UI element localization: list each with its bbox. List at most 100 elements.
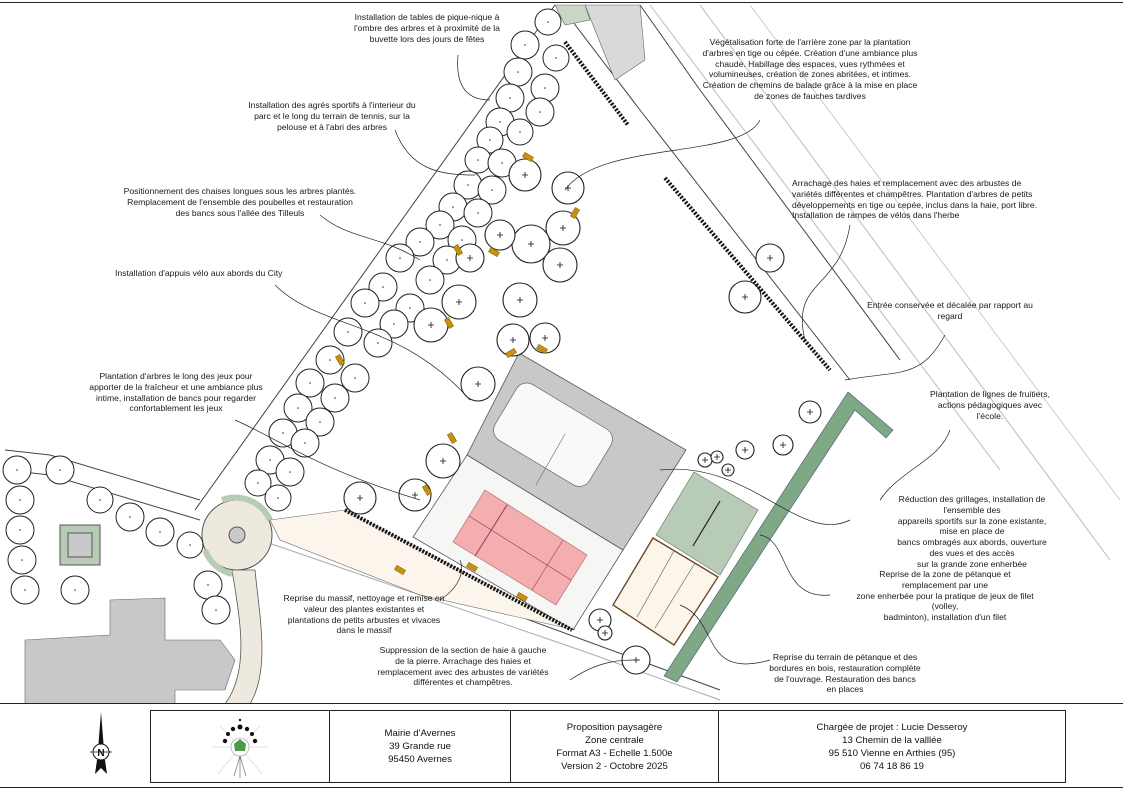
logo-cell [151, 711, 329, 782]
tree-center-dot [364, 302, 366, 304]
client-street: 39 Grande rue [389, 741, 451, 752]
title-block-border [0, 703, 1123, 704]
tree-center-cross [528, 241, 534, 247]
tree-center-dot [309, 382, 311, 384]
tree-center-dot [446, 259, 448, 261]
tree-center-dot [524, 44, 526, 46]
tree-center-dot [215, 609, 217, 611]
project-version: Version 2 - Octobre 2025 [561, 760, 668, 772]
tree-center-cross [522, 172, 528, 178]
tree-center-dot [159, 531, 161, 533]
annotation-vegetation: Végétalisation forte de l'arrière zone p… [702, 37, 918, 101]
bench-icon [443, 317, 455, 329]
tree-center-cross [807, 409, 813, 415]
annotation-entrance: Entrée conservée et décalée par rapport … [867, 300, 1033, 321]
frame-bottom-border [0, 787, 1123, 788]
tree-center-dot [461, 239, 463, 241]
tree-center-dot [19, 529, 21, 531]
tree-center-cross [767, 255, 773, 261]
tree-center-dot [329, 359, 331, 361]
tree-center-cross [557, 262, 563, 268]
tree-center-dot [555, 57, 557, 59]
tree-center-dot [501, 162, 503, 164]
annotation-hedge-removal: Suppression de la section de haie à gauc… [377, 645, 549, 688]
bench-icon [505, 347, 517, 359]
tree-center-cross [475, 381, 481, 387]
tree-center-dot [282, 432, 284, 434]
client-cell: Mairie d'Avernes 39 Grande rue 95450 Ave… [329, 711, 510, 782]
tree-center-dot [382, 286, 384, 288]
bench-icon [516, 591, 528, 603]
designer-cell: Chargée de projet : Lucie Desseroy 13 Ch… [718, 711, 1065, 782]
project-zone: Zone centrale [585, 734, 644, 746]
buvette-building [584, 4, 646, 81]
bench-icon [522, 151, 534, 163]
tree-center-dot [319, 421, 321, 423]
tree-center-dot [539, 111, 541, 113]
roads [4, 4, 1121, 701]
tree-center-dot [419, 241, 421, 243]
project-format: Format A3 - Echelle 1.500e [556, 747, 673, 759]
tree-center-dot [399, 257, 401, 259]
tree-center-dot [257, 482, 259, 484]
church-building [24, 597, 236, 704]
tree-center-dot [467, 184, 469, 186]
fruit-tree-strip [663, 391, 894, 683]
annotation-fences: Réduction des grillages, installation de… [897, 494, 1047, 569]
annotation-bike-racks: Installation d'appuis vélo aux abords du… [115, 268, 283, 278]
annotation-fitness: Installation des agrés sportifs à l'inte… [248, 100, 416, 132]
tree-center-dot [409, 307, 411, 309]
tree-center-dot [289, 471, 291, 473]
tree-center-dot [491, 189, 493, 191]
designer-phone: 06 74 18 86 19 [859, 760, 925, 772]
tree-center-dot [99, 499, 101, 501]
tree-center-cross [560, 225, 566, 231]
north-label: N [97, 748, 104, 759]
hedges [344, 40, 832, 632]
client-name: Mairie d'Avernes [384, 728, 456, 739]
tree-center-cross [602, 630, 608, 636]
tree-center-cross [702, 457, 708, 463]
tree-center-dot [347, 331, 349, 333]
title-block: Mairie d'Avernes 39 Grande rue 95450 Ave… [150, 710, 1066, 783]
bench-icon [569, 207, 581, 219]
bench-icon [452, 244, 464, 256]
tree-center-dot [277, 497, 279, 499]
client-city: 95450 Avernes [388, 754, 452, 765]
tree-center-dot [19, 499, 21, 501]
tree-center-dot [304, 442, 306, 444]
tree-center-cross [497, 232, 503, 238]
benches [334, 151, 581, 603]
leader-lines [234, 54, 951, 681]
tree-center-dot [452, 206, 454, 208]
frame-top-border [0, 2, 1123, 3]
tree-center-dot [499, 121, 501, 123]
tree-center-dot [544, 87, 546, 89]
designer-name: Chargée de projet : Lucie Desseroy [816, 721, 968, 733]
tree-center-cross [440, 458, 446, 464]
tree-center-cross [597, 617, 603, 623]
annotation-petanque-zone: Reprise de la zone de pétanque et rempla… [856, 569, 1034, 623]
tree-center-dot [477, 212, 479, 214]
tree-center-dot [517, 71, 519, 73]
designer-logo-icon [212, 718, 268, 778]
bench-icon [394, 564, 406, 576]
tree-center-cross [357, 495, 363, 501]
tree-center-dot [189, 544, 191, 546]
tree-center-dot [334, 397, 336, 399]
tree-center-dot [377, 342, 379, 344]
tree-center-cross [542, 335, 548, 341]
annotation-petanque-court: Reprise du terrain de pétanque et des bo… [769, 652, 921, 695]
tree-center-cross [742, 294, 748, 300]
massif-bed [269, 509, 576, 631]
tree-center-dot [24, 589, 26, 591]
annotation-deckchairs: Positionnement des chaises longues sous … [123, 186, 357, 218]
bench-icon [466, 561, 478, 573]
tree-center-cross [412, 492, 418, 498]
tree-center-dot [74, 589, 76, 591]
tree-center-cross [780, 442, 786, 448]
bench-icon [446, 432, 458, 444]
tree-center-cross [725, 467, 731, 473]
tree-center-dot [429, 279, 431, 281]
annotation-fruit-trees: Plantation de lignes de fruitiers, actio… [930, 389, 1050, 421]
